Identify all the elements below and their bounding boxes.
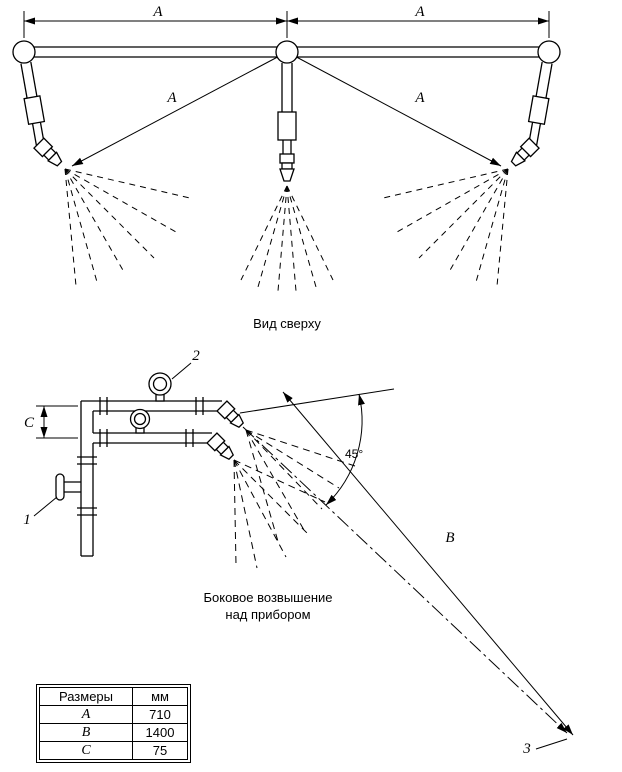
table-cell-value-b: 1400 <box>132 723 188 742</box>
manifold-piping <box>77 397 222 557</box>
dim-label-a-top-right: А <box>414 4 425 20</box>
side-nozzle-upper-icon <box>216 400 247 431</box>
dimension-a-diagonal-right <box>286 51 502 167</box>
dim-label-a-top-left: А <box>152 4 163 20</box>
callout-2-leader <box>171 362 192 380</box>
table-header-sizes: Размеры <box>39 687 133 706</box>
side-view: С 2 1 3 45° В Боковое возвышение над при… <box>23 348 574 757</box>
spray-fan-center <box>240 185 334 292</box>
table-header-row: Размеры мм <box>39 687 188 706</box>
callout-3-leader <box>535 738 568 750</box>
valve-icon <box>55 473 81 501</box>
spray-fan-right <box>382 168 509 287</box>
side-view-caption-line2: над прибором <box>225 607 310 622</box>
sprinkler-drop-left-icon <box>17 58 67 173</box>
side-view-caption-line1: Боковое возвышение <box>203 590 332 605</box>
callout-1-valve: 1 <box>23 512 31 528</box>
angle-reference-line <box>239 388 395 414</box>
tee-circle-right <box>537 40 561 64</box>
table-row-c: С 75 <box>39 741 188 760</box>
table-header-mm: мм <box>132 687 188 706</box>
top-view-caption: Вид сверху <box>253 316 321 331</box>
spray-centerline <box>242 426 568 734</box>
dimension-c <box>36 405 78 439</box>
dimension-a-top <box>23 11 550 38</box>
dim-label-b: В <box>445 530 454 546</box>
dim-label-a-diag-right: А <box>414 90 425 106</box>
dim-label-a-diag-left: А <box>166 90 177 106</box>
table-cell-symbol-b: В <box>39 723 133 742</box>
table-cell-value-a: 710 <box>132 705 188 724</box>
sprinkler-drop-center-icon <box>277 63 297 182</box>
callout-1-leader <box>33 496 58 517</box>
sprinkler-drop-right-icon <box>506 58 556 173</box>
tee-circle-center <box>275 40 299 64</box>
tee-circle-left <box>12 40 36 64</box>
pressure-gauge-upper-icon <box>148 372 172 402</box>
pressure-gauge-lower-icon <box>129 408 151 434</box>
side-nozzle-lower-icon <box>206 432 237 463</box>
angle-label-45: 45° <box>345 447 363 461</box>
dimension-b-line <box>282 391 574 736</box>
table-row-b: В 1400 <box>39 723 188 742</box>
dim-label-c: С <box>24 415 35 431</box>
callout-3-target: 3 <box>522 741 531 757</box>
dimensions-table-grid: Размеры мм А 710 В 1400 С 75 <box>39 687 188 760</box>
callout-2-gauge: 2 <box>192 348 200 364</box>
spray-fan-side <box>233 429 356 569</box>
top-view: А А А А Вид сверху <box>12 4 561 331</box>
table-cell-symbol-c: С <box>39 741 133 760</box>
table-cell-symbol-a: А <box>39 705 133 724</box>
spray-fan-left <box>64 168 191 287</box>
table-cell-value-c: 75 <box>132 741 188 760</box>
dimensions-table: Размеры мм А 710 В 1400 С 75 <box>36 684 191 763</box>
table-row-a: А 710 <box>39 705 188 724</box>
angle-arc <box>325 393 365 506</box>
dimension-a-diagonal-left <box>71 51 288 167</box>
